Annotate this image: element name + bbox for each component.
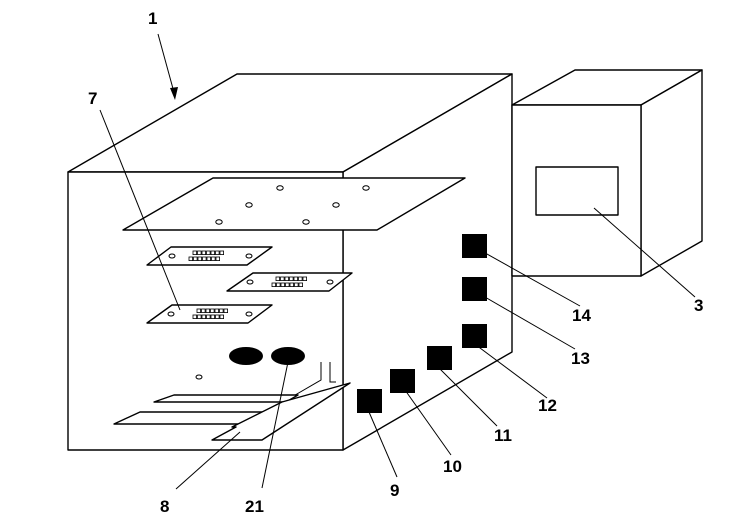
component-9 <box>357 389 382 413</box>
connector-pins <box>188 250 224 261</box>
component-11 <box>427 346 452 370</box>
side-box <box>511 69 703 277</box>
label-8: 8 <box>160 497 169 516</box>
label-14: 14 <box>572 306 591 325</box>
side-box-window <box>535 166 619 216</box>
leader-lines <box>99 33 696 490</box>
circuit-board-middle <box>226 272 353 292</box>
component-13 <box>462 277 487 301</box>
small-hole <box>195 374 203 380</box>
connector-pins <box>271 276 307 287</box>
component-10 <box>390 369 415 393</box>
bottom-plate-upper <box>153 394 299 403</box>
connector-pins <box>192 308 228 319</box>
main-cabinet <box>67 73 513 451</box>
circuit-board-upper <box>146 246 273 266</box>
component-12 <box>462 324 487 348</box>
label-1: 1 <box>148 9 157 28</box>
label-9: 9 <box>390 481 399 500</box>
component-14 <box>462 234 487 258</box>
bracket <box>289 362 336 399</box>
label-3: 3 <box>694 296 703 315</box>
elliptical-components <box>229 347 305 365</box>
label-11: 11 <box>494 426 512 445</box>
black-squares <box>357 234 487 413</box>
label-7: 7 <box>88 89 97 108</box>
top-plate <box>122 177 466 231</box>
circuit-board-lower <box>146 304 273 324</box>
side-box-front <box>511 104 642 277</box>
label-13: 13 <box>571 349 590 368</box>
label-10: 10 <box>443 457 462 476</box>
bottom-l-plate <box>211 382 351 441</box>
label-12: 12 <box>538 396 557 415</box>
side-box-right <box>640 69 703 277</box>
label-21: 21 <box>245 497 264 516</box>
